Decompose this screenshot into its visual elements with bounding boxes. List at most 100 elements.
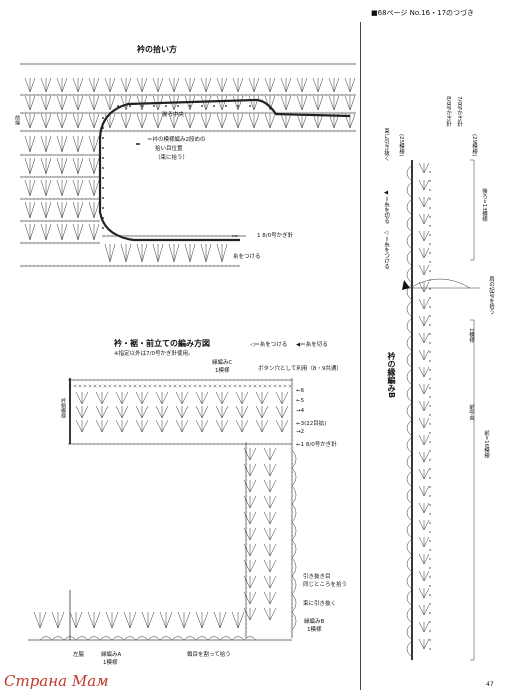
chain-stitch: [36, 264, 40, 268]
stitch-fan: [248, 95, 260, 111]
chain-stitch: [102, 234, 106, 238]
chain-stitch: [290, 390, 294, 394]
chain-stitch: [122, 234, 126, 238]
chain-stitch: [84, 197, 88, 201]
single-crochet: [163, 384, 167, 388]
edge-b-dot: [429, 648, 431, 650]
chain-stitch: [244, 474, 248, 478]
stitch-fan: [40, 113, 52, 129]
edge-b-scallop: [406, 504, 413, 522]
stitch-fan: [418, 298, 430, 310]
chain-stitch: [248, 638, 252, 642]
chain-stitch: [244, 442, 248, 446]
chain-stitch: [290, 418, 294, 422]
chain-stitch: [264, 378, 268, 382]
row-4-label: 4: [300, 408, 305, 414]
chain-stitch: [244, 442, 248, 446]
chain-stitch: [128, 378, 132, 382]
chain-stitch: [180, 111, 184, 115]
chain-stitch: [56, 175, 60, 179]
chain-stitch: [120, 111, 124, 115]
stitch-fan: [418, 604, 430, 616]
chain-stitch: [28, 129, 32, 133]
edge-b-scallop: [406, 419, 413, 437]
stitch-fan: [72, 223, 84, 241]
chain-stitch: [116, 378, 120, 382]
chain-stitch: [52, 241, 56, 245]
stitch-fan: [280, 95, 292, 111]
edge-b-dot: [429, 621, 431, 623]
chain-stitch: [192, 111, 196, 115]
chain-stitch: [244, 630, 248, 634]
edge-b-dot: [429, 405, 431, 407]
chain-stitch: [76, 442, 80, 446]
stitch-fan: [263, 511, 277, 525]
chain-stitch: [164, 111, 168, 115]
chain-stitch: [164, 62, 168, 66]
chain-stitch: [244, 542, 248, 546]
chain-stitch: [48, 93, 52, 97]
chain-stitch: [332, 129, 336, 133]
stitch-fan: [312, 77, 324, 93]
chain-stitch: [204, 111, 208, 115]
chain-stitch: [204, 442, 208, 446]
buttonhole-label: ボタン穴として利用（8・9共通）: [258, 366, 342, 372]
pickup-dot: [189, 105, 191, 107]
chain-stitch: [264, 129, 268, 133]
edge-c-sub: 1模様: [215, 368, 230, 374]
chain-stitch: [290, 494, 294, 498]
pickup-dot: [102, 147, 104, 149]
collar-side-label: 衿側模様: [60, 398, 66, 418]
chain-stitch: [28, 153, 32, 157]
edge-b-dot: [429, 576, 431, 578]
chain-stitch: [228, 129, 232, 133]
chain-stitch: [272, 638, 276, 642]
chain-stitch: [284, 62, 288, 66]
chain-stitch: [104, 62, 108, 66]
chain-stitch: [124, 264, 128, 268]
chain-stitch: [288, 378, 292, 382]
chain-stitch: [60, 219, 64, 223]
chain-stitch: [168, 111, 172, 115]
chain-stitch: [272, 378, 276, 382]
chain-stitch: [152, 129, 156, 133]
chain-stitch: [290, 422, 294, 426]
bundle-pull-vertical: 束に引き抜く: [383, 128, 389, 161]
chain-stitch: [288, 129, 292, 133]
single-crochet: [103, 384, 107, 388]
chain-stitch: [20, 62, 24, 66]
chain-stitch: [196, 378, 200, 382]
scallop-edge: [291, 485, 297, 505]
stitch-fan: [155, 391, 169, 405]
row-marker-6: ←6: [296, 388, 305, 394]
chain-stitch: [210, 234, 214, 238]
hem-scallop: [219, 636, 233, 641]
stitch-fan: [215, 405, 229, 419]
chain-stitch: [96, 93, 100, 97]
chain-stitch: [110, 234, 114, 238]
chain-stitch: [92, 62, 96, 66]
chain-stitch: [336, 62, 340, 66]
chain-stitch: [156, 264, 160, 268]
pickup-dot: [213, 105, 215, 107]
edge-b-dot: [429, 288, 431, 290]
chain-stitch: [304, 111, 308, 115]
chain-stitch: [324, 129, 328, 133]
chain-stitch: [140, 129, 144, 133]
chain-stitch: [128, 638, 132, 642]
chain-stitch: [244, 530, 248, 534]
chain-stitch: [290, 378, 294, 382]
chain-stitch: [184, 264, 188, 268]
chain-stitch: [300, 62, 304, 66]
edge-b-dot: [429, 558, 431, 560]
single-crochet: [288, 384, 292, 388]
chain-stitch: [290, 522, 294, 526]
chain-stitch: [290, 526, 294, 530]
chain-stitch: [212, 378, 216, 382]
stitch-fan: [200, 95, 212, 111]
hem-scallop: [123, 636, 137, 641]
chain-stitch: [48, 129, 52, 133]
pickup-dot: [201, 105, 203, 107]
chain-stitch: [88, 241, 92, 245]
chain-stitch: [224, 264, 228, 268]
